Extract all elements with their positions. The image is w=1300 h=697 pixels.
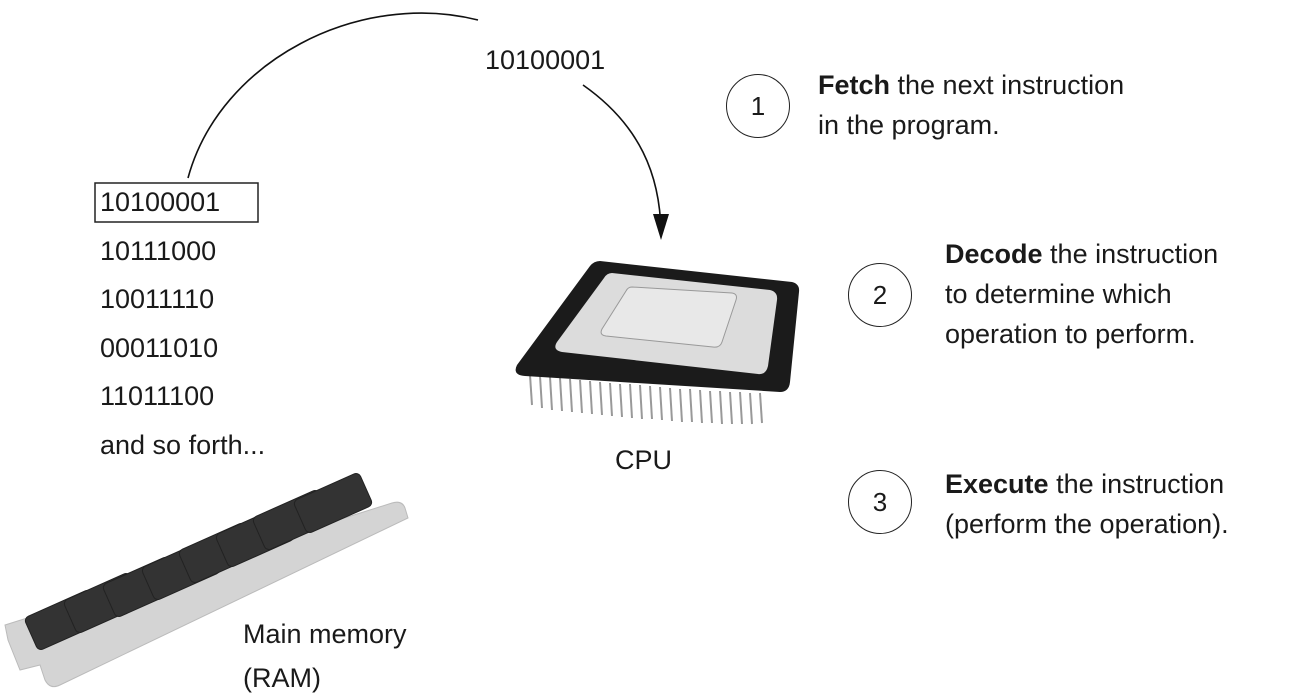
step-3-line1: Execute the instruction (945, 464, 1224, 504)
step-number-circle: 1 (726, 74, 790, 138)
step-1-line1: Fetch the next instruction (818, 65, 1124, 105)
selected-instruction-box (94, 182, 259, 223)
step-text: the next instruction (890, 70, 1125, 100)
cpu-label: CPU (615, 445, 673, 475)
step-2-line1: Decode the instruction (945, 234, 1218, 274)
memory-more-label: and so forth... (100, 430, 266, 460)
step-verb: Decode (945, 239, 1043, 269)
ram-label-line1: Main memory (243, 619, 407, 649)
step-number-circle: 2 (848, 263, 912, 327)
memory-instruction: 00011010 (100, 333, 219, 363)
step-verb: Execute (945, 469, 1049, 499)
step-text: the instruction (1048, 469, 1225, 499)
arrowhead (653, 214, 669, 240)
ram-module (4, 473, 409, 688)
step-3-line2: (perform the operation). (945, 509, 1229, 539)
step-2-line2: to determine which (945, 279, 1172, 309)
memory-instruction: 10011110 (100, 284, 215, 314)
step-verb: Fetch (818, 70, 891, 100)
step-text: the instruction (1042, 239, 1219, 269)
step-2-line3: operation to perform. (945, 319, 1196, 349)
memory-instruction: 10100001 (100, 187, 221, 217)
step-number-circle: 3 (848, 470, 912, 534)
memory-instruction: 10111000 (100, 236, 217, 266)
step-1-line2: in the program. (818, 110, 1000, 140)
transfer-instruction-label: 10100001 (485, 45, 606, 75)
fetch-arrow (582, 84, 662, 233)
ram-label-line2: (RAM) (243, 663, 321, 693)
cpu-chip (515, 261, 800, 425)
memory-instruction: 11011100 (100, 381, 215, 411)
fetch-arc (187, 12, 479, 179)
